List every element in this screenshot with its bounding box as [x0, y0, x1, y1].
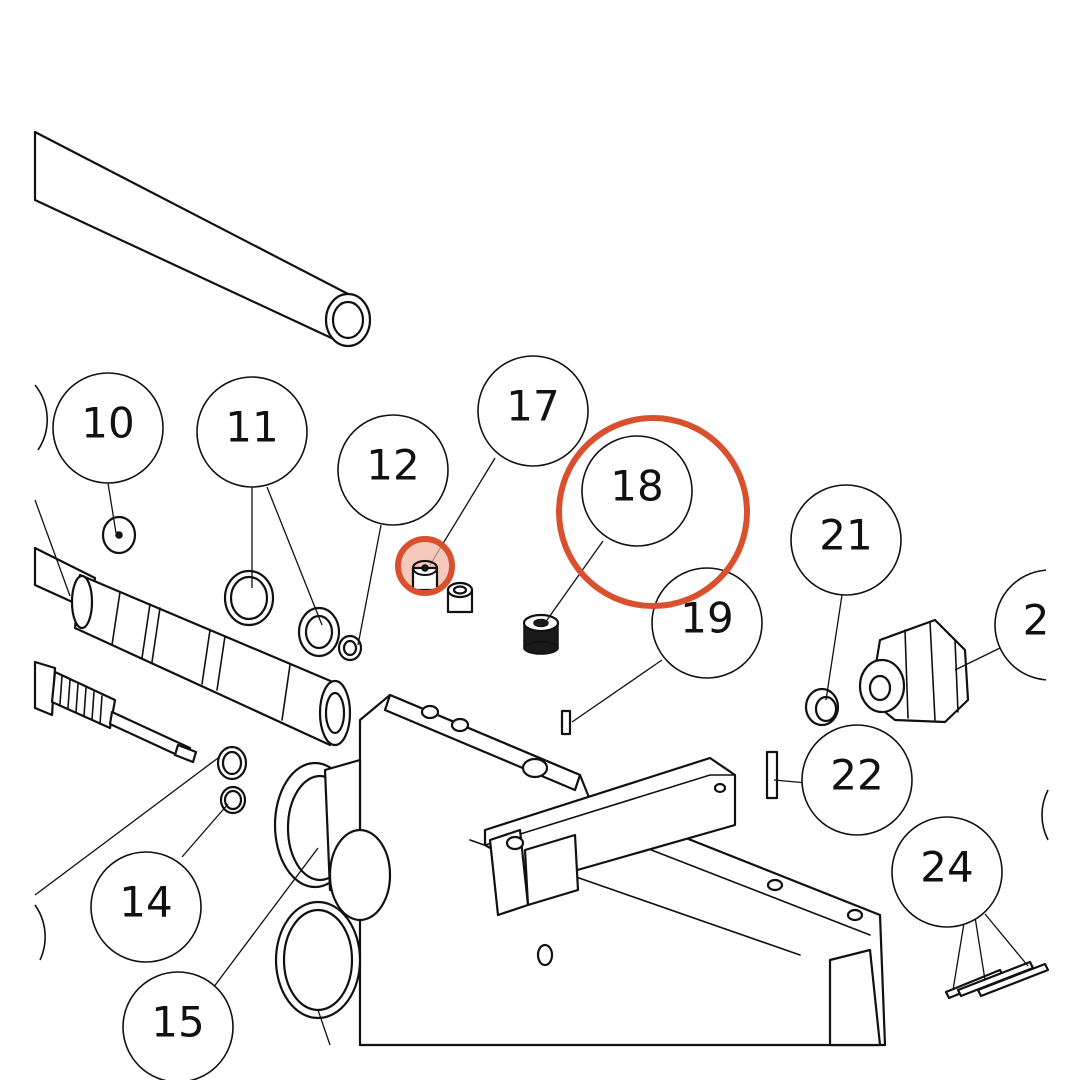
callout-12: 12: [337, 414, 449, 526]
highlight-callout-18-ring: [556, 415, 750, 609]
svg-text:21: 21: [819, 511, 872, 560]
svg-text:12: 12: [366, 441, 419, 490]
valve-body: [33, 546, 352, 747]
part-19-pin: [560, 709, 572, 736]
callout-2x-partial: 2: [994, 560, 1080, 700]
receiver-body: [358, 693, 887, 1047]
callout-10: 10: [52, 372, 164, 484]
part-18-grub-screw: [522, 613, 560, 655]
leader-lines: [34, 457, 1029, 1046]
o-ring-large: [274, 900, 362, 1020]
svg-text:15: 15: [151, 998, 204, 1047]
callout-15: 15: [122, 971, 234, 1080]
highlight-part-17-ring: [395, 536, 455, 596]
callout-14: 14: [90, 851, 202, 963]
partial-edge-bubbles: [34, 384, 1049, 961]
svg-text:14: 14: [119, 878, 172, 927]
callout-11: 11: [196, 376, 308, 488]
callout-18: 18: [581, 435, 693, 547]
callout-21: 21: [790, 484, 902, 596]
part-21-washer: [804, 687, 840, 727]
part-22-pin: [765, 750, 779, 800]
svg-text:22: 22: [830, 751, 883, 800]
callout-17: 17: [477, 355, 589, 467]
scope-rail: [483, 756, 737, 917]
svg-text:10: 10: [81, 399, 134, 448]
svg-text:11: 11: [225, 403, 278, 452]
cylinder-end-cap: [273, 758, 392, 922]
svg-text:17: 17: [506, 382, 559, 431]
svg-text:2: 2: [1023, 596, 1050, 645]
part-24-pins: [944, 960, 1050, 1000]
callout-19: 19: [651, 567, 763, 679]
svg-text:18: 18: [610, 462, 663, 511]
svg-text:24: 24: [920, 843, 973, 892]
callout-24: 24: [891, 816, 1003, 928]
adjuster-knob: [858, 618, 970, 724]
callout-22: 22: [801, 724, 913, 836]
barrel-tube: [33, 130, 372, 348]
hammer-spring-rod: [33, 660, 198, 764]
small-parts: [101, 515, 363, 815]
